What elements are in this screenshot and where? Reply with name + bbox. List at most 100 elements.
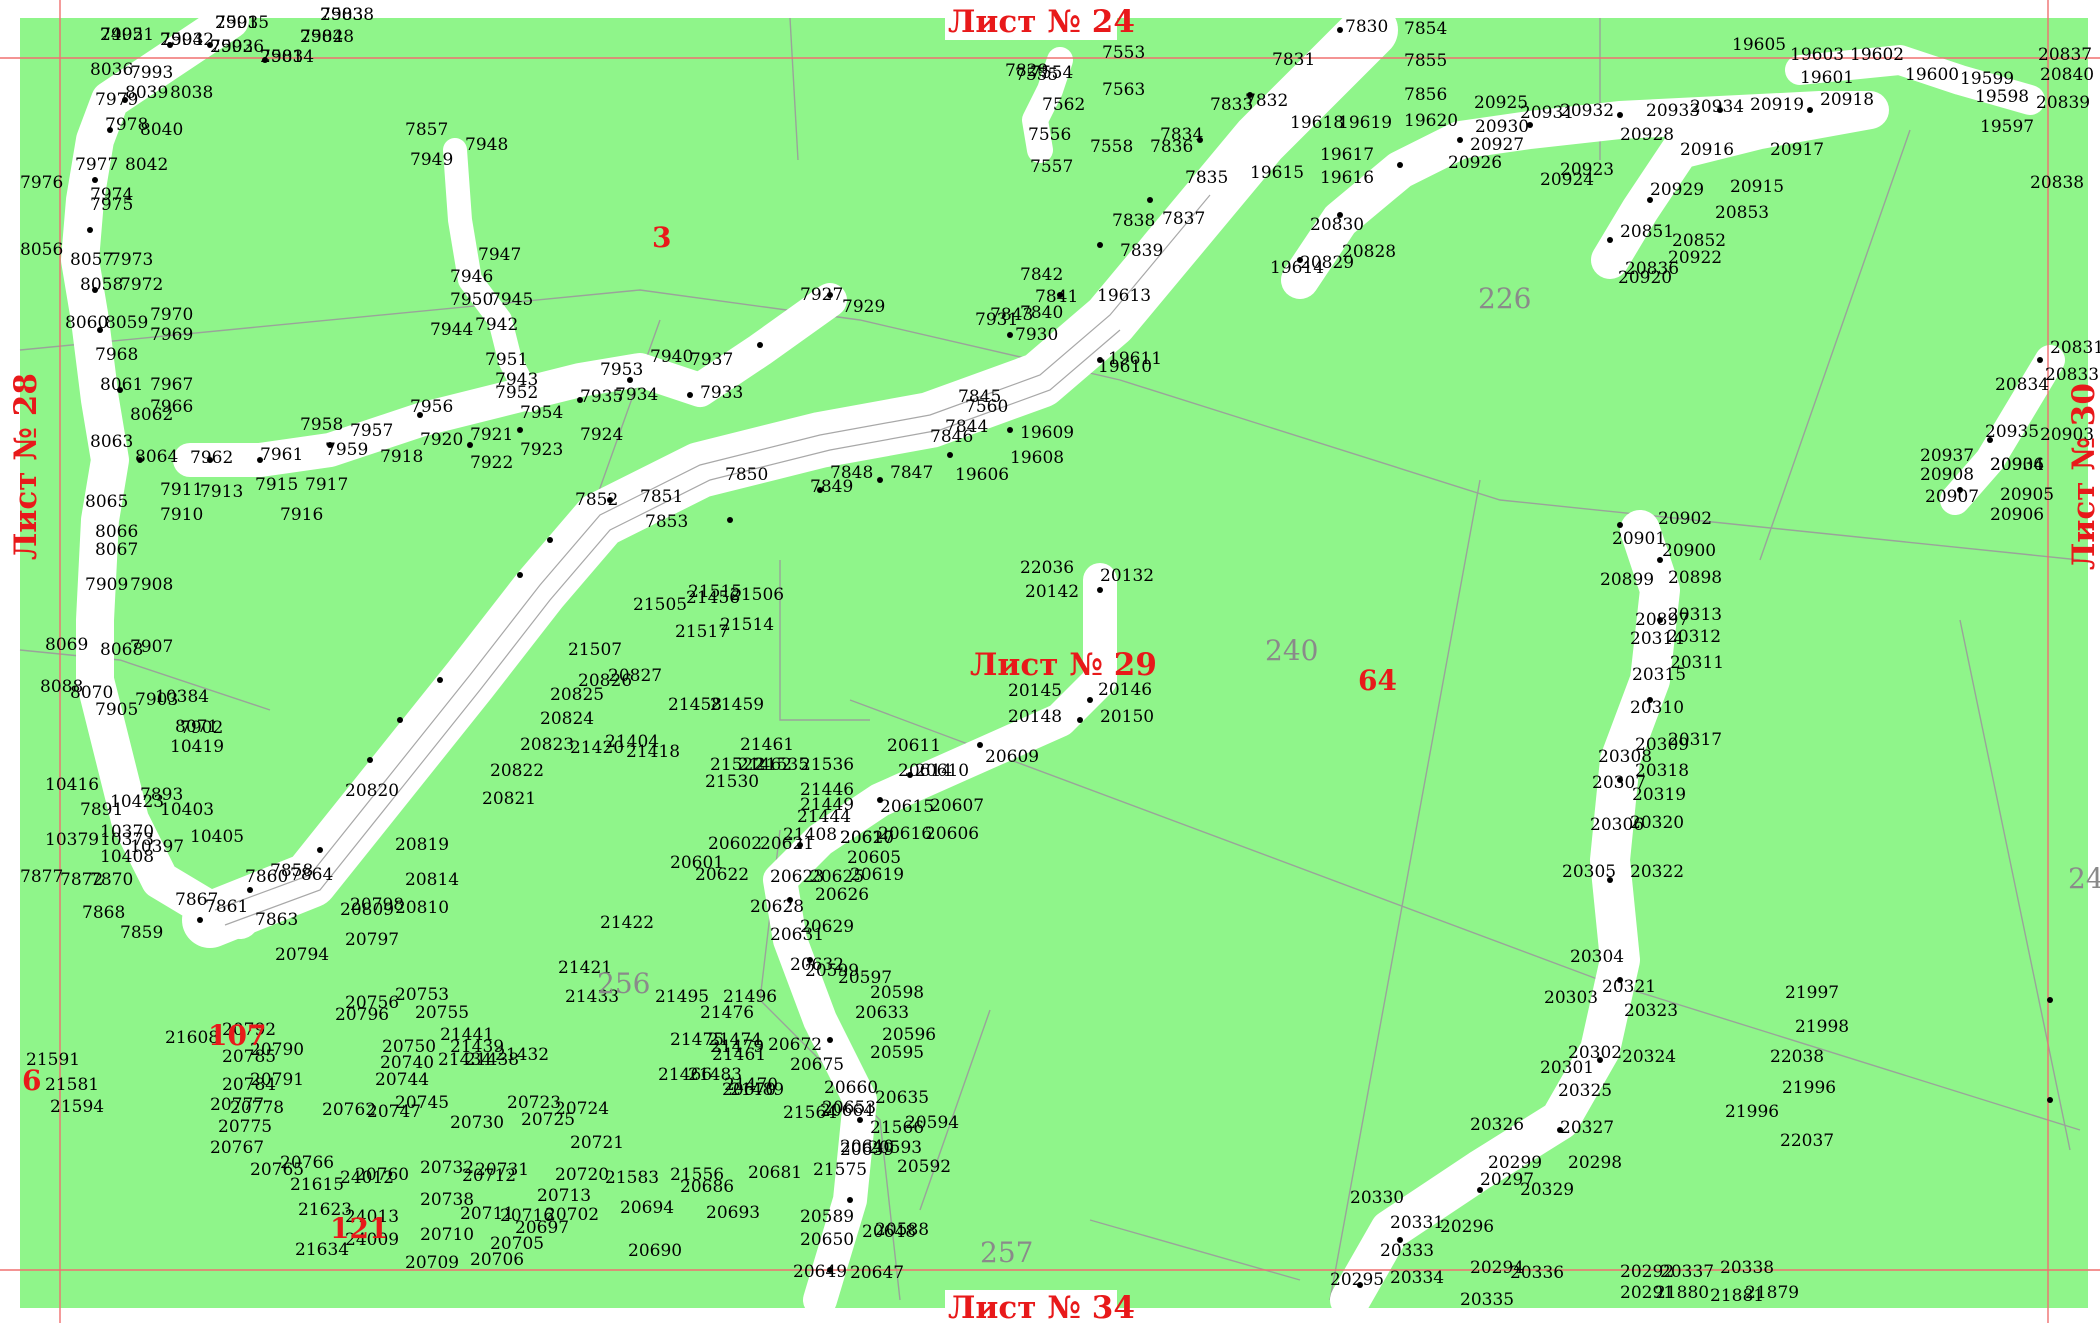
point-label: 7992	[210, 37, 253, 57]
point-label: 20303	[1544, 988, 1598, 1008]
point-label: 20614	[898, 761, 952, 781]
point-label: 7562	[1042, 95, 1085, 115]
point-label: 20936	[1990, 455, 2044, 475]
point-label: 20311	[1670, 653, 1724, 673]
point-label: 20142	[1025, 582, 1079, 602]
point-label: 21997	[1785, 983, 1839, 1003]
point-label: 20333	[1380, 1241, 1434, 1261]
point-label: 7905	[95, 700, 138, 720]
point-label: 20326	[1470, 1115, 1524, 1135]
point-label: 8065	[85, 492, 128, 512]
point-label: 20924	[1540, 170, 1594, 190]
point-label: 20920	[1618, 268, 1672, 288]
point-label: 7951	[485, 350, 528, 370]
point-label: 20925	[1474, 93, 1528, 113]
point-label: 10384	[155, 687, 209, 707]
point-label: 20721	[570, 1133, 624, 1153]
roads	[61, 1, 2065, 1320]
point-label: 7847	[890, 463, 933, 483]
point-label: 20323	[1624, 1001, 1678, 1021]
point-label: 20616	[878, 824, 932, 844]
point-label: 20720	[555, 1165, 609, 1185]
road-center-lower	[763, 563, 1117, 1317]
point-label: 22036	[1020, 558, 1074, 578]
point-label: 7940	[650, 347, 693, 367]
point-label: 21879	[1745, 1283, 1799, 1303]
road-upper-branch	[173, 283, 847, 477]
point-label: 19605	[1732, 35, 1786, 55]
parcel-number-3: 3	[652, 221, 671, 254]
point-label: 21594	[50, 1097, 104, 1117]
road-top-right	[1281, 91, 1889, 299]
point-label: 7982	[300, 27, 343, 47]
sheet-label-left: Лист № 28	[8, 373, 44, 560]
point-label: 20724	[555, 1099, 609, 1119]
point-label: 20798	[350, 895, 404, 915]
point-label: 20306	[1590, 815, 1644, 835]
point-label: 7834	[1160, 125, 1203, 145]
point-label: 20755	[415, 1003, 469, 1023]
point-label: 8063	[90, 432, 133, 452]
point-label: 7945	[490, 290, 533, 310]
point-label: 21404	[605, 732, 659, 752]
point-label: 7947	[478, 245, 521, 265]
point-label: 20775	[218, 1117, 272, 1137]
point-label: 21422	[600, 913, 654, 933]
point-label: 20299	[1488, 1153, 1542, 1173]
point-label: 7844	[945, 417, 988, 437]
point-label: 7842	[1020, 265, 1063, 285]
point-label: 21456	[686, 588, 740, 608]
road-top-right2	[1785, 45, 2045, 115]
point-label: 20840	[2040, 65, 2094, 85]
point-label: 7952	[495, 383, 538, 403]
point-label: 20792	[222, 1020, 276, 1040]
point-label: 20831	[2050, 338, 2100, 358]
point-label: 25048	[300, 27, 354, 47]
point-label: 7924	[580, 425, 623, 445]
point-label: 7557	[1030, 157, 1073, 177]
point-label: 20633	[855, 1003, 909, 1023]
point-label: 20928	[1620, 125, 1674, 145]
point-label: 24012	[340, 1168, 394, 1188]
point-label: 22037	[1780, 1131, 1834, 1151]
point-label: 20589	[800, 1207, 854, 1227]
point-label: 19597	[1980, 117, 2034, 137]
point-label: 7908	[130, 575, 173, 595]
point-label: 7560	[965, 397, 1008, 417]
point-label: 21421	[558, 958, 612, 978]
point-label: 7931	[975, 310, 1018, 330]
point-label: 24009	[345, 1230, 399, 1250]
point-label: 19599	[1960, 69, 2014, 89]
point-label: 20615	[880, 797, 934, 817]
point-label: 20766	[280, 1153, 334, 1173]
point-label: 7974	[90, 185, 133, 205]
road-left-vertical	[61, 1, 259, 939]
point-label: 20619	[850, 865, 904, 885]
point-label: 21434	[438, 1050, 492, 1070]
road-right-bend	[1330, 510, 1680, 1320]
road-centerlines	[214, 194, 1211, 926]
point-label: 20588	[875, 1220, 929, 1240]
point-label: 21461	[740, 735, 794, 755]
point-label: 19609	[1020, 423, 1074, 443]
point-label: 24013	[345, 1207, 399, 1227]
point-label: 21433	[565, 987, 619, 1007]
point-label: 21438	[465, 1050, 519, 1070]
point-label: 20294	[1470, 1258, 1524, 1278]
point-label: 21505	[633, 595, 687, 615]
point-label: 20622	[695, 865, 749, 885]
point-label: 20725	[521, 1110, 575, 1130]
point-label: 20304	[1570, 947, 1624, 967]
point-label: 21432	[495, 1045, 549, 1065]
point-label: 21581	[45, 1075, 99, 1095]
point-label: 7918	[380, 447, 423, 467]
point-label: 8062	[130, 405, 173, 425]
point-label: 7968	[95, 345, 138, 365]
forest-area	[20, 18, 2088, 1308]
point-label: 20297	[1480, 1170, 1534, 1190]
parcel-number-256: 256	[597, 967, 650, 1000]
point-label: 7833	[1210, 95, 1253, 115]
point-label: 20310	[1630, 698, 1684, 718]
point-label: 20826	[578, 671, 632, 691]
